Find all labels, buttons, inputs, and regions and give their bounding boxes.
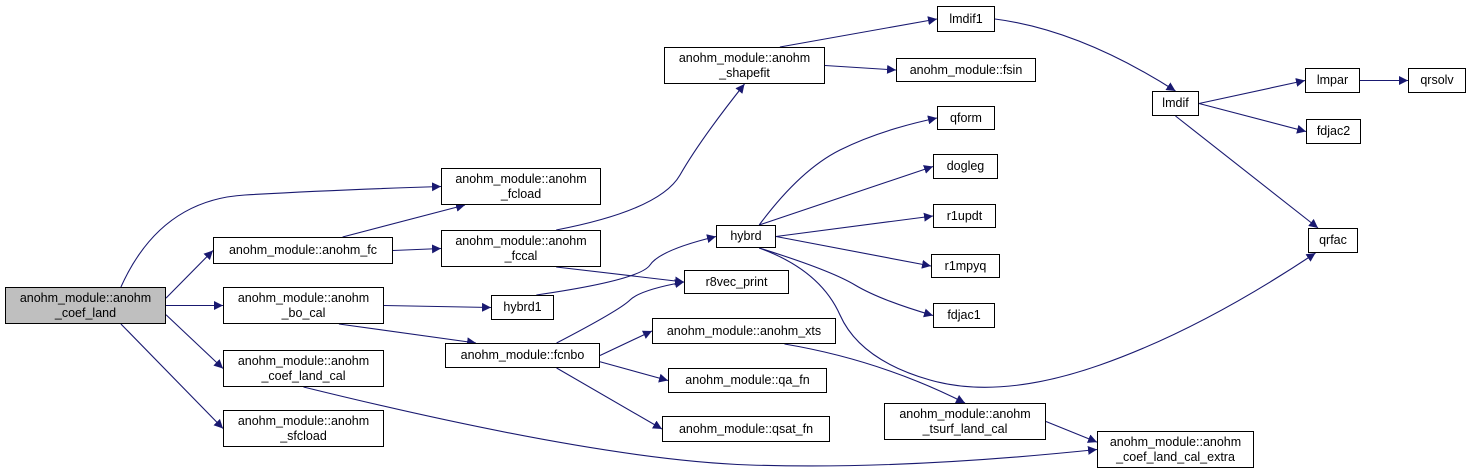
edge-lmdif-to-fdjac2 <box>1198 102 1307 134</box>
edge-hybrd-to-r1updt <box>775 212 934 238</box>
node-hybrd[interactable]: hybrd <box>716 225 776 248</box>
node-fcnbo[interactable]: anohm_module::fcnbo <box>445 343 600 368</box>
edge-hybrd-to-r1mpyq <box>775 235 932 269</box>
node-label: _fcload <box>500 186 542 201</box>
node-label: anohm_module::anohm <box>678 50 811 65</box>
node-r1mpyq[interactable]: r1mpyq <box>931 254 1000 278</box>
node-label: anohm_module::anohm_fc <box>228 243 377 257</box>
node-coef-land-cal[interactable]: anohm_module::anohm_coef_land_cal <box>223 350 384 387</box>
edge-fcnbo-to-r8vec_print <box>556 279 685 344</box>
node-label: anohm_module::anohm_xts <box>666 323 822 338</box>
node-label: anohm_module::qa_fn <box>685 373 810 387</box>
node-fcload[interactable]: anohm_module::anohm_fcload <box>441 168 601 205</box>
edge-xts-to-tsurf_land_cal <box>784 343 966 404</box>
edge-coef_land-to-fc <box>165 250 214 299</box>
node-qsat-fn[interactable]: anohm_module::qsat_fn <box>662 416 830 442</box>
node-label: hybrd1 <box>503 300 542 314</box>
node-lmpar[interactable]: lmpar <box>1305 68 1360 93</box>
edge-hybrd-to-qform <box>758 115 938 226</box>
node-label: anohm_module::anohm <box>1109 434 1242 449</box>
node-label: _bo_cal <box>281 305 326 320</box>
node-label: qform <box>950 110 982 125</box>
node-label: _shapefit <box>719 65 770 80</box>
node-fdjac1[interactable]: fdjac1 <box>933 303 995 328</box>
node-label: anohm_module::anohm <box>455 233 587 248</box>
node-label: _coef_land <box>54 305 117 320</box>
edge-fcnbo-to-qa_fn <box>599 361 669 383</box>
edge-tsurf_land_cal-to-coef_land_cal_extra <box>1045 420 1098 443</box>
node-label: anohm_module::fcnbo <box>460 348 585 362</box>
edge-fc-to-fcload <box>342 202 466 238</box>
node-label: r8vec_print <box>705 274 768 289</box>
node-lmdif[interactable]: lmdif <box>1152 91 1199 116</box>
edge-shapefit-to-lmdif1 <box>779 16 938 48</box>
edge-hybrd1-to-hybrd <box>536 234 717 296</box>
node-qrfac[interactable]: qrfac <box>1308 228 1358 253</box>
edge-coef_land-to-fcload <box>120 182 442 288</box>
node-label: qrsolv <box>1420 73 1454 87</box>
node-label: fdjac1 <box>947 308 981 322</box>
node-label: dogleg <box>946 159 985 173</box>
node-lmdif1[interactable]: lmdif1 <box>937 6 995 32</box>
node-label: lmpar <box>1316 73 1349 87</box>
node-label: anohm_module::anohm <box>455 171 587 186</box>
node-label: anohm_module::anohm <box>899 406 1031 421</box>
edge-bo_cal-to-fcnbo <box>338 323 477 347</box>
node-label: anohm_module::fsin <box>909 62 1023 77</box>
node-label: anohm_module::anohm <box>237 413 370 428</box>
edge-fc-to-fccal <box>392 244 442 254</box>
node-label: _coef_land_cal_extra <box>1116 449 1235 464</box>
node-sfcload[interactable]: anohm_module::anohm_sfcload <box>223 410 384 447</box>
edge-bo_cal-to-hybrd1 <box>383 302 492 312</box>
node-label: lmdif <box>1162 96 1189 110</box>
edge-hybrd-to-dogleg <box>759 165 934 226</box>
edge-lmdif-to-lmpar <box>1198 78 1306 105</box>
node-fc[interactable]: anohm_module::anohm_fc <box>213 237 393 264</box>
edge-fccal-to-shapefit <box>556 83 745 231</box>
edge-hybrd-to-qrfac <box>759 247 1316 388</box>
node-qform[interactable]: qform <box>937 106 995 130</box>
node-label: anohm_module::anohm <box>237 353 370 368</box>
node-qrsolv[interactable]: qrsolv <box>1408 68 1466 93</box>
node-label: _sfcload <box>280 428 327 443</box>
node-coef-land-cal-extra[interactable]: anohm_module::anohm_coef_land_cal_extra <box>1097 431 1254 468</box>
node-r1updt[interactable]: r1updt <box>933 204 996 228</box>
node-label: lmdif1 <box>949 11 983 26</box>
node-label: _tsurf_land_cal <box>922 421 1008 436</box>
edge-coef_land_cal-to-coef_land_cal_extra <box>303 386 1098 467</box>
node-label: r1mpyq <box>944 258 987 273</box>
edge-hybrd-to-fdjac1 <box>759 247 934 318</box>
node-dogleg[interactable]: dogleg <box>933 154 998 179</box>
node-fsin[interactable]: anohm_module::fsin <box>896 58 1036 82</box>
node-fdjac2[interactable]: fdjac2 <box>1306 119 1361 144</box>
node-label: r1updt <box>946 208 983 223</box>
node-label: anohm_module::qsat_fn <box>678 421 814 436</box>
edge-lmdif-to-qrfac <box>1175 115 1319 229</box>
node-label: _coef_land_cal <box>261 368 346 383</box>
node-tsurf-land-cal[interactable]: anohm_module::anohm_tsurf_land_cal <box>884 403 1046 440</box>
node-qa-fn[interactable]: anohm_module::qa_fn <box>668 368 827 393</box>
node-hybrd1[interactable]: hybrd1 <box>491 295 554 320</box>
edge-coef_land-to-coef_land_cal <box>165 314 224 369</box>
node-label: _fccal <box>504 248 538 263</box>
node-r8vec-print[interactable]: r8vec_print <box>684 270 789 294</box>
node-coef-land: anohm_module::anohm_coef_land <box>5 287 166 324</box>
node-label: anohm_module::anohm <box>19 290 152 305</box>
edge-coef_land-to-sfcload <box>120 323 224 429</box>
node-label: anohm_module::anohm <box>237 290 370 305</box>
edge-fccal-to-r8vec_print <box>556 266 685 286</box>
node-fccal[interactable]: anohm_module::anohm_fccal <box>441 230 601 267</box>
node-xts[interactable]: anohm_module::anohm_xts <box>652 318 836 344</box>
node-label: hybrd <box>730 229 762 243</box>
node-shapefit[interactable]: anohm_module::anohm_shapefit <box>664 47 825 84</box>
edge-fcnbo-to-xts <box>599 330 653 356</box>
edge-fcnbo-to-qsat_fn <box>556 367 663 430</box>
node-label: qrfac <box>1319 233 1347 247</box>
node-bo-cal[interactable]: anohm_module::anohm_bo_cal <box>223 287 384 324</box>
node-label: fdjac2 <box>1316 124 1351 138</box>
edge-shapefit-to-fsin <box>824 64 897 74</box>
edge-lmdif1-to-lmdif <box>994 18 1176 92</box>
